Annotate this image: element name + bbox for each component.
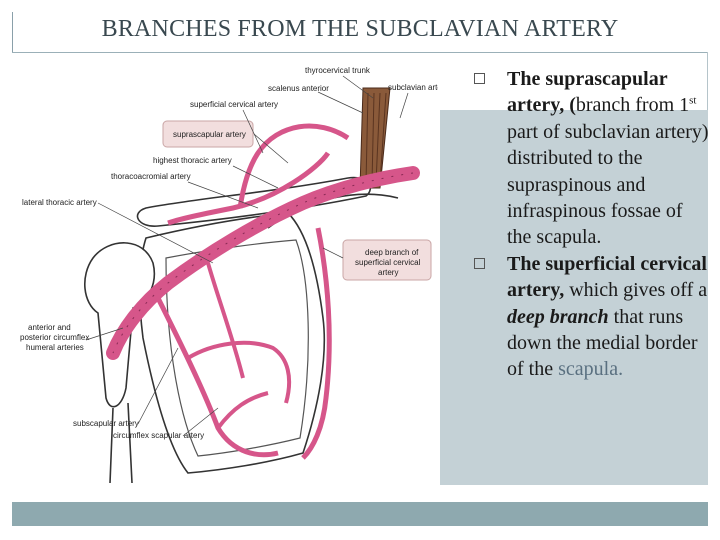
humerus-shaft bbox=[109, 402, 133, 484]
slide-title: BRANCHES FROM THE SUBCLAVIAN ARTERY bbox=[101, 16, 619, 42]
footer-bar bbox=[12, 502, 708, 526]
bullet-item-suprascapular: The suprascapular artery, (branch from 1… bbox=[474, 66, 710, 251]
anatomy-figure: thyrocervical trunk scalenus anterior su… bbox=[20, 66, 438, 484]
lateral-thoracic-branch bbox=[206, 262, 245, 379]
humerus bbox=[83, 242, 155, 408]
bullet-2-bold: The superficial cervical artery, bbox=[507, 252, 707, 302]
label-suprascapular: suprascapular artery bbox=[173, 130, 246, 139]
bullet-2-text-a: which gives off a bbox=[564, 279, 708, 302]
label-deep-branch-3: artery bbox=[378, 268, 398, 277]
bullet-1-text-a: branch from 1 bbox=[575, 94, 690, 117]
label-thyrocervical: thyrocervical trunk bbox=[305, 66, 371, 75]
label-circumflex-humeral-3: humeral arteries bbox=[26, 343, 84, 352]
label-circumflex-humeral-1: anterior and bbox=[28, 323, 71, 332]
bullet-2-text-b: that runs down the medial border of the bbox=[507, 305, 698, 381]
hollow-square-bullet-icon bbox=[474, 73, 485, 84]
text-panel-background bbox=[440, 110, 708, 485]
bullet-2-faded: scapula. bbox=[558, 358, 624, 381]
leader-lines bbox=[85, 75, 409, 437]
deep-branch bbox=[301, 227, 332, 460]
label-deep-branch-1: deep branch of bbox=[365, 248, 419, 257]
bullet-1-text-b: part of subclavian artery) distributed t… bbox=[507, 120, 709, 249]
bullet-2-bold-italic: deep branch bbox=[507, 305, 609, 328]
title-rule bbox=[12, 52, 708, 53]
label-deep-branch-2: superficial cervical bbox=[355, 258, 421, 267]
suprascapular-label-box bbox=[162, 120, 254, 148]
label-subclavian: subclavian artery bbox=[388, 83, 438, 92]
label-circumflex-scapular: circumflex scapular artery bbox=[113, 431, 204, 440]
bullet-item-superficial-cervical: The superficial cervical artery, which g… bbox=[474, 251, 710, 383]
circumflex-scapular-branch bbox=[186, 340, 292, 430]
suprascapular-branch bbox=[167, 151, 331, 226]
subclavian-artery-path bbox=[106, 166, 420, 360]
label-subscapular: subscapular artery bbox=[73, 419, 139, 428]
scapula-inner bbox=[165, 239, 309, 457]
bullet-1-sup: st bbox=[689, 94, 697, 107]
deep-branch-label-box bbox=[342, 239, 432, 281]
bullet-text-block: The suprascapular artery, (branch from 1… bbox=[474, 66, 710, 383]
bullet-1-bold: The suprascapular artery, ( bbox=[507, 68, 668, 117]
label-thoracoacromial: thoracoacromial artery bbox=[111, 172, 191, 181]
label-circumflex-humeral-2: posterior circumflex bbox=[20, 333, 89, 342]
label-scalenus: scalenus anterior bbox=[268, 84, 329, 93]
label-highest-thoracic: highest thoracic artery bbox=[153, 156, 232, 165]
subscapular-branch bbox=[155, 296, 279, 458]
label-lateral-thoracic: lateral thoracic artery bbox=[22, 198, 97, 207]
frame-left-line bbox=[12, 12, 13, 52]
hollow-square-bullet-icon bbox=[474, 257, 485, 269]
label-superficial-cervical: superficial cervical artery bbox=[190, 100, 278, 109]
